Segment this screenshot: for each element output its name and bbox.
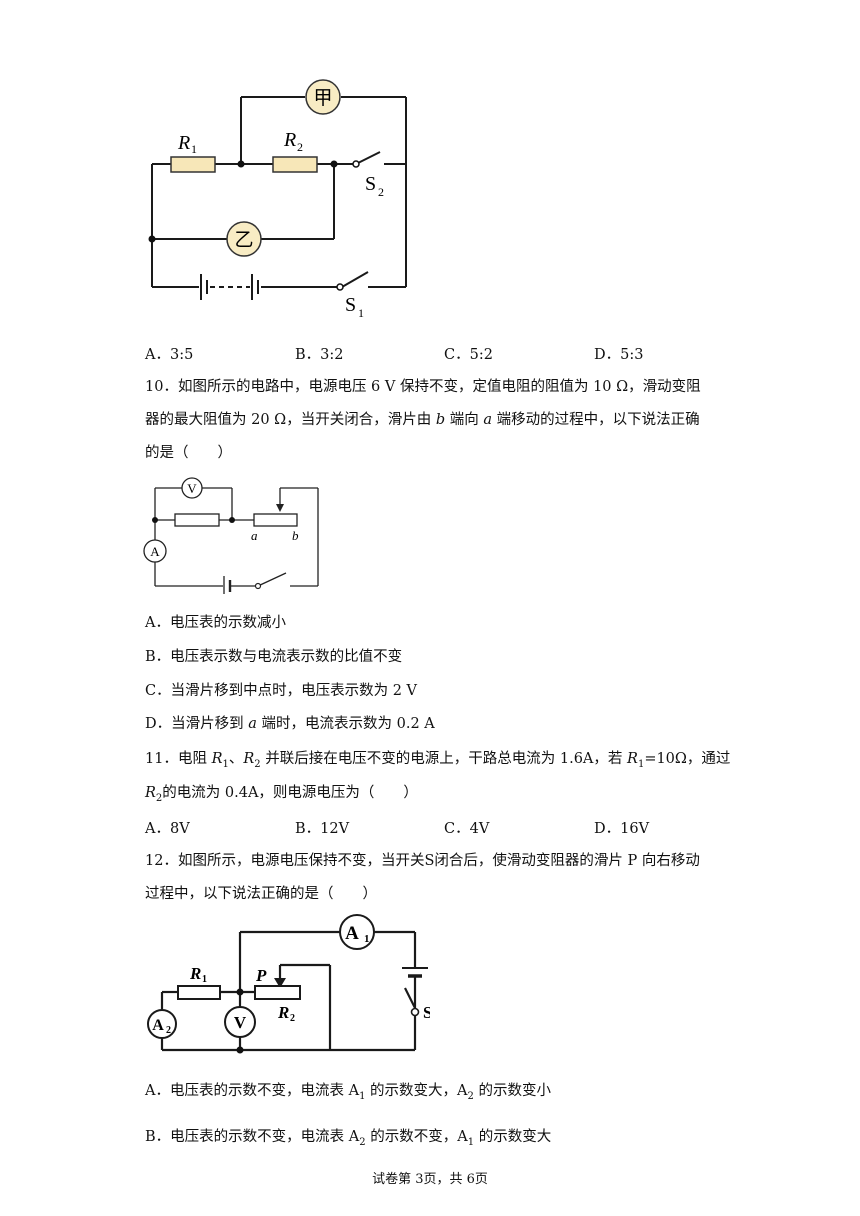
q9-option-d: D．5:3 [594, 347, 644, 363]
q12-a1-sub: 1 [364, 933, 370, 945]
q12-stem-line1: 12．如图所示，电源电压保持不变，当开关S闭合后，使滑动变阻器的滑片 P 向右移… [145, 853, 700, 869]
q9-r1-label: R [177, 132, 190, 154]
q10-ammeter-label: A [150, 544, 160, 559]
q10-stem-line1: 10．如图所示的电路中，电源电压 6 V 保持不变，定值电阻的阻值为 10 Ω，… [145, 379, 701, 395]
q12-stem-line2: 过程中，以下说法正确的是（ ） [145, 886, 377, 902]
q11-stem-line1: 11．电阻 R1、R2 并联后接在电压不变的电源上，干路总电流为 1.6A，若 … [145, 751, 731, 770]
q9-s2-sub: 2 [378, 185, 384, 199]
q9-meter-yi-label: 乙 [234, 230, 253, 251]
q12-option-b: B．电压表的示数不变，电流表 A2 的示数不变，A1 的示数变大 [145, 1129, 552, 1148]
q10-voltmeter-label: V [187, 481, 197, 496]
q12-switch-s-label: S [423, 1003, 430, 1022]
q11-stem-line2: R2的电流为 0.4A，则电源电压为（ ） [145, 785, 418, 804]
q12-a2-sub: 2 [166, 1025, 171, 1036]
q10-stem-line3: 的是（ ） [145, 445, 232, 461]
q10-stem-line2: 器的最大阻值为 20 Ω，当开关闭合，滑片由 b 端向 a 端移动的过程中，以下… [145, 412, 700, 428]
q12-r2-label: R [277, 1003, 289, 1022]
q9-s2-label: S [365, 173, 376, 195]
q11-option-b: B．12V [295, 821, 350, 837]
q10-terminal-b-label: b [292, 528, 299, 543]
q9-option-b: B．3:2 [295, 347, 344, 363]
q12-circuit-diagram: A 1 A 2 V R 1 R 2 P S [147, 914, 430, 1054]
q10-circuit-diagram: V A a b [143, 477, 319, 594]
q11-option-d: D．16V [594, 821, 650, 837]
q9-circuit-diagram: 甲 乙 R 1 R 2 S 2 S 1 [148, 79, 407, 318]
q10-terminal-a-label: a [251, 528, 258, 543]
q12-option-a: A．电压表的示数不变，电流表 A1 的示数变大，A2 的示数变小 [145, 1083, 552, 1102]
q9-s1-label: S [345, 294, 356, 316]
q9-r1-sub: 1 [191, 142, 197, 156]
q12-r2-sub: 2 [290, 1013, 295, 1024]
q9-option-c: C．5:2 [444, 347, 493, 363]
q9-s1-sub: 1 [358, 306, 364, 318]
q12-voltmeter-label: V [234, 1013, 247, 1032]
q9-r2-label: R [283, 129, 296, 151]
q12-r1-label: R [189, 964, 201, 983]
q12-a2-label: A [152, 1017, 164, 1034]
q10-option-b: B．电压表示数与电流表示数的比值不变 [145, 649, 403, 665]
q10-option-c: C．当滑片移到中点时，电压表示数为 2 V [145, 683, 418, 699]
q12-r1-sub: 1 [202, 974, 207, 985]
q9-r2-sub: 2 [297, 140, 303, 154]
q11-option-c: C．4V [444, 821, 490, 837]
q9-meter-jia-label: 甲 [313, 88, 332, 109]
page-footer: 试卷第 3页，共 6页 [372, 1172, 488, 1187]
q9-option-a: A．3:5 [145, 347, 194, 363]
q10-option-a: A．电压表的示数减小 [145, 615, 286, 631]
q11-option-a: A．8V [145, 821, 190, 837]
q12-a1-label: A [345, 923, 359, 944]
q12-slider-p-label: P [255, 966, 267, 985]
q10-option-d: D．当滑片移到 a 端时，电流表示数为 0.2 A [145, 716, 435, 732]
